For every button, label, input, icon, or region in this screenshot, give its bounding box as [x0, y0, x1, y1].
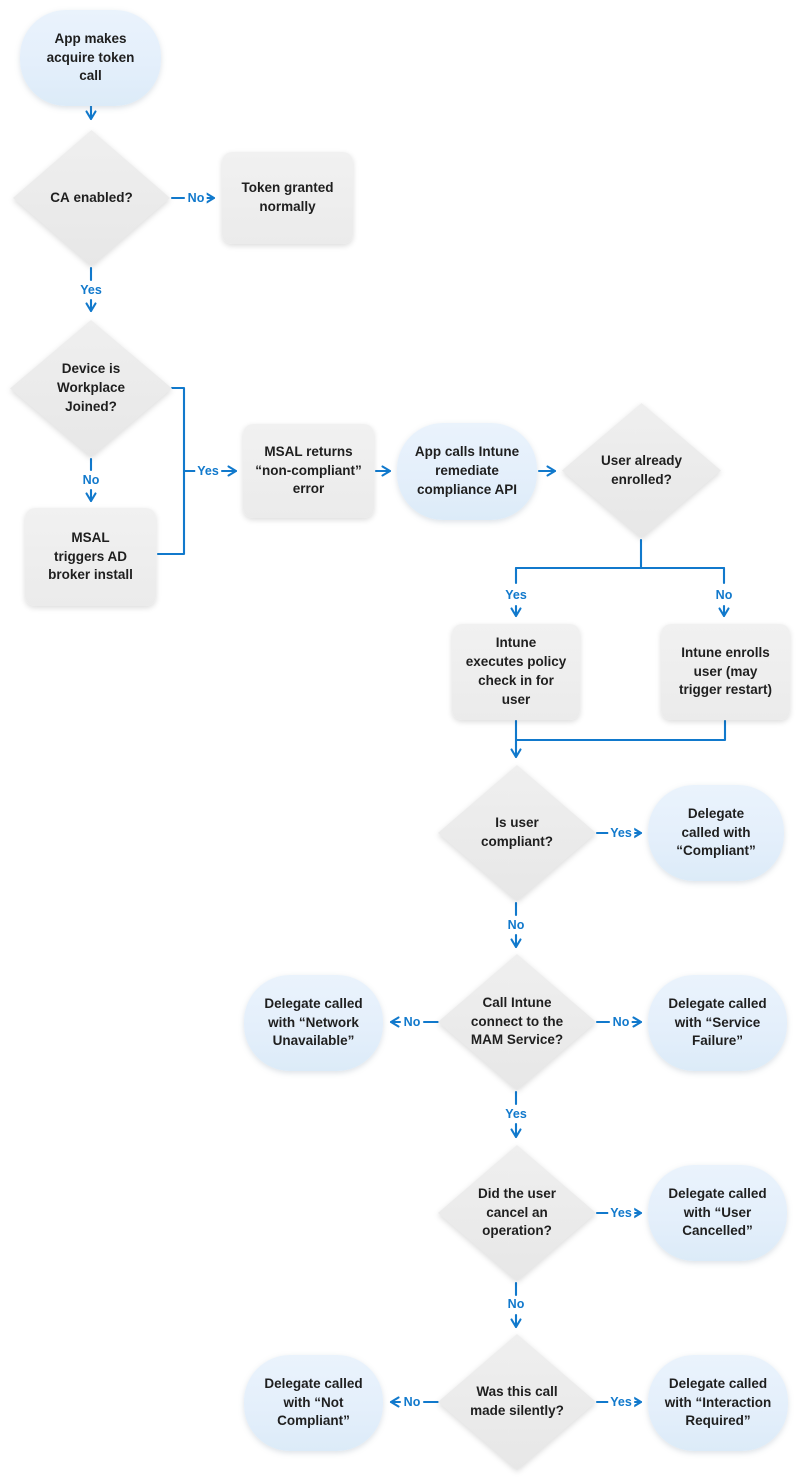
node-label: Delegate called with “Compliant” [676, 805, 756, 859]
edge-label-silent-no: No [401, 1395, 423, 1409]
node-app-makes-acquire-token: App makes acquire token call [20, 10, 161, 106]
diamond-shape: User already enrolled? [562, 403, 721, 538]
edge-label-cancel-yes: Yes [608, 1206, 634, 1220]
decision-did-user-cancel: Did the user cancel an operation? [438, 1145, 596, 1281]
node-intune-executes-policy-checkin: Intune executes policy check in for user [452, 624, 580, 720]
edge-label-cancel-no: No [505, 1297, 527, 1311]
node-label: Delegate called with “Interaction Requir… [664, 1375, 772, 1429]
node-label: Token granted normally [241, 180, 334, 214]
node-delegate-not-compliant: Delegate called with “Not Compliant” [244, 1355, 383, 1451]
node-delegate-service-failure: Delegate called with “Service Failure” [648, 975, 787, 1071]
node-label-rest: enabled? [69, 189, 133, 205]
node-label: Delegate called with “User Cancelled” [668, 1185, 767, 1239]
edge-label-silent-yes: Yes [608, 1395, 634, 1409]
edge-merge-to-compliant [510, 719, 727, 759]
node-label: Did the user cancel an operation? [477, 1185, 556, 1239]
node-delegate-compliant: Delegate called with “Compliant” [648, 785, 784, 881]
node-label: Is user compliant? [480, 815, 553, 849]
node-msal-returns-noncompliant-error: MSAL returns “non-compliant” error [243, 424, 374, 518]
decision-call-made-silently: Was this call made silently? [438, 1334, 596, 1470]
diamond-shape: Call Intune connect to the MAM Service? [438, 954, 596, 1090]
node-delegate-network-unavailable: Delegate called with “Network Unavailabl… [244, 975, 383, 1071]
decision-device-workplace-joined: Device is Workplace Joined? [10, 320, 172, 457]
diamond-shape: Was this call made silently? [438, 1334, 596, 1470]
node-label: App makes acquire token call [46, 30, 135, 84]
node-delegate-user-cancelled: Delegate called with “User Cancelled” [648, 1165, 787, 1261]
node-label-bold: CA [50, 189, 70, 205]
edge-label-enrolled-yes: Yes [503, 588, 529, 602]
node-label: CA enabled? [50, 189, 133, 208]
node-label: App calls Intune remediate compliance AP… [414, 444, 520, 497]
node-label: MSAL returns “non-compliant” error [255, 443, 362, 497]
edge-enrolled-split [510, 538, 730, 618]
edge-label-mam-no-left: No [401, 1015, 423, 1029]
node-label: Delegate called with “Service Failure” [668, 995, 767, 1049]
node-app-calls-intune-remediate: App calls Intune remediate compliance AP… [397, 423, 537, 520]
node-token-granted-normally: Token granted normally [222, 152, 353, 244]
decision-user-already-enrolled: User already enrolled? [562, 403, 721, 538]
node-label: MSAL triggers AD broker install [48, 529, 133, 583]
diamond-shape: Is user compliant? [438, 765, 596, 901]
edge-label-mam-yes: Yes [503, 1107, 529, 1121]
diamond-shape: CA enabled? [13, 130, 170, 266]
decision-call-intune-mam-service: Call Intune connect to the MAM Service? [438, 954, 596, 1090]
node-label: Was this call made silently? [470, 1384, 564, 1418]
edge-label-compliant-yes: Yes [608, 826, 634, 840]
diamond-shape: Device is Workplace Joined? [10, 320, 172, 457]
node-label: Device is Workplace Joined? [56, 361, 126, 414]
decision-ca-enabled: CA enabled? [13, 130, 170, 266]
node-label: Delegate called with “Network Unavailabl… [264, 995, 363, 1049]
edge-label-ca-yes: Yes [78, 283, 104, 297]
node-label: Intune executes policy check in for user [465, 635, 567, 707]
diamond-shape: Did the user cancel an operation? [438, 1145, 596, 1281]
node-label: Delegate called with “Not Compliant” [264, 1375, 363, 1429]
node-intune-enrolls-user: Intune enrolls user (may trigger restart… [661, 624, 790, 720]
edge-label-compliant-no: No [505, 918, 527, 932]
edge-label-mam-no-right: No [610, 1015, 632, 1029]
edge-label-broker-yes: Yes [195, 464, 221, 478]
edge-label-enrolled-no: No [713, 588, 735, 602]
edge-label-device-no: No [80, 473, 102, 487]
edge-label-ca-no: No [185, 191, 207, 205]
node-label: Intune enrolls user (may trigger restart… [678, 644, 773, 698]
decision-is-user-compliant: Is user compliant? [438, 765, 596, 901]
node-label: Call Intune connect to the MAM Service? [470, 994, 564, 1048]
node-label: User already enrolled? [600, 452, 683, 487]
node-delegate-interaction-required: Delegate called with “Interaction Requir… [648, 1355, 788, 1451]
node-msal-triggers-broker-install: MSAL triggers AD broker install [25, 508, 156, 606]
